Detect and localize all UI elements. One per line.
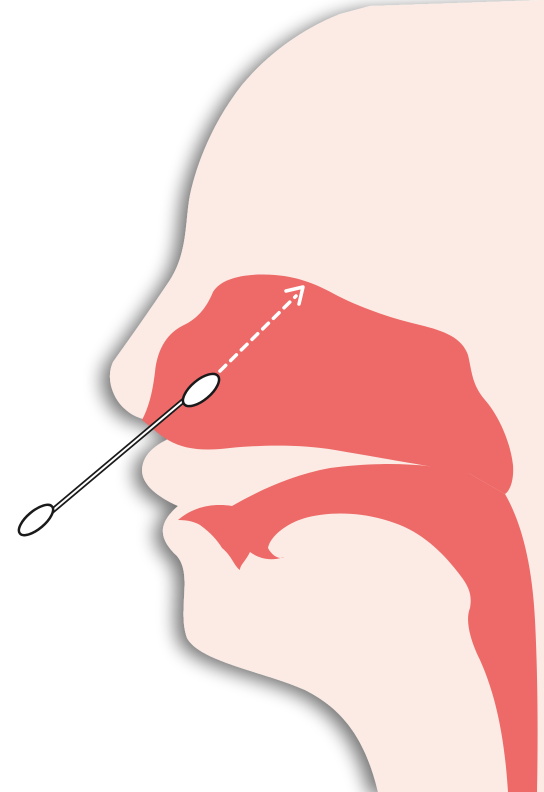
nasal-swab-diagram <box>0 0 544 792</box>
